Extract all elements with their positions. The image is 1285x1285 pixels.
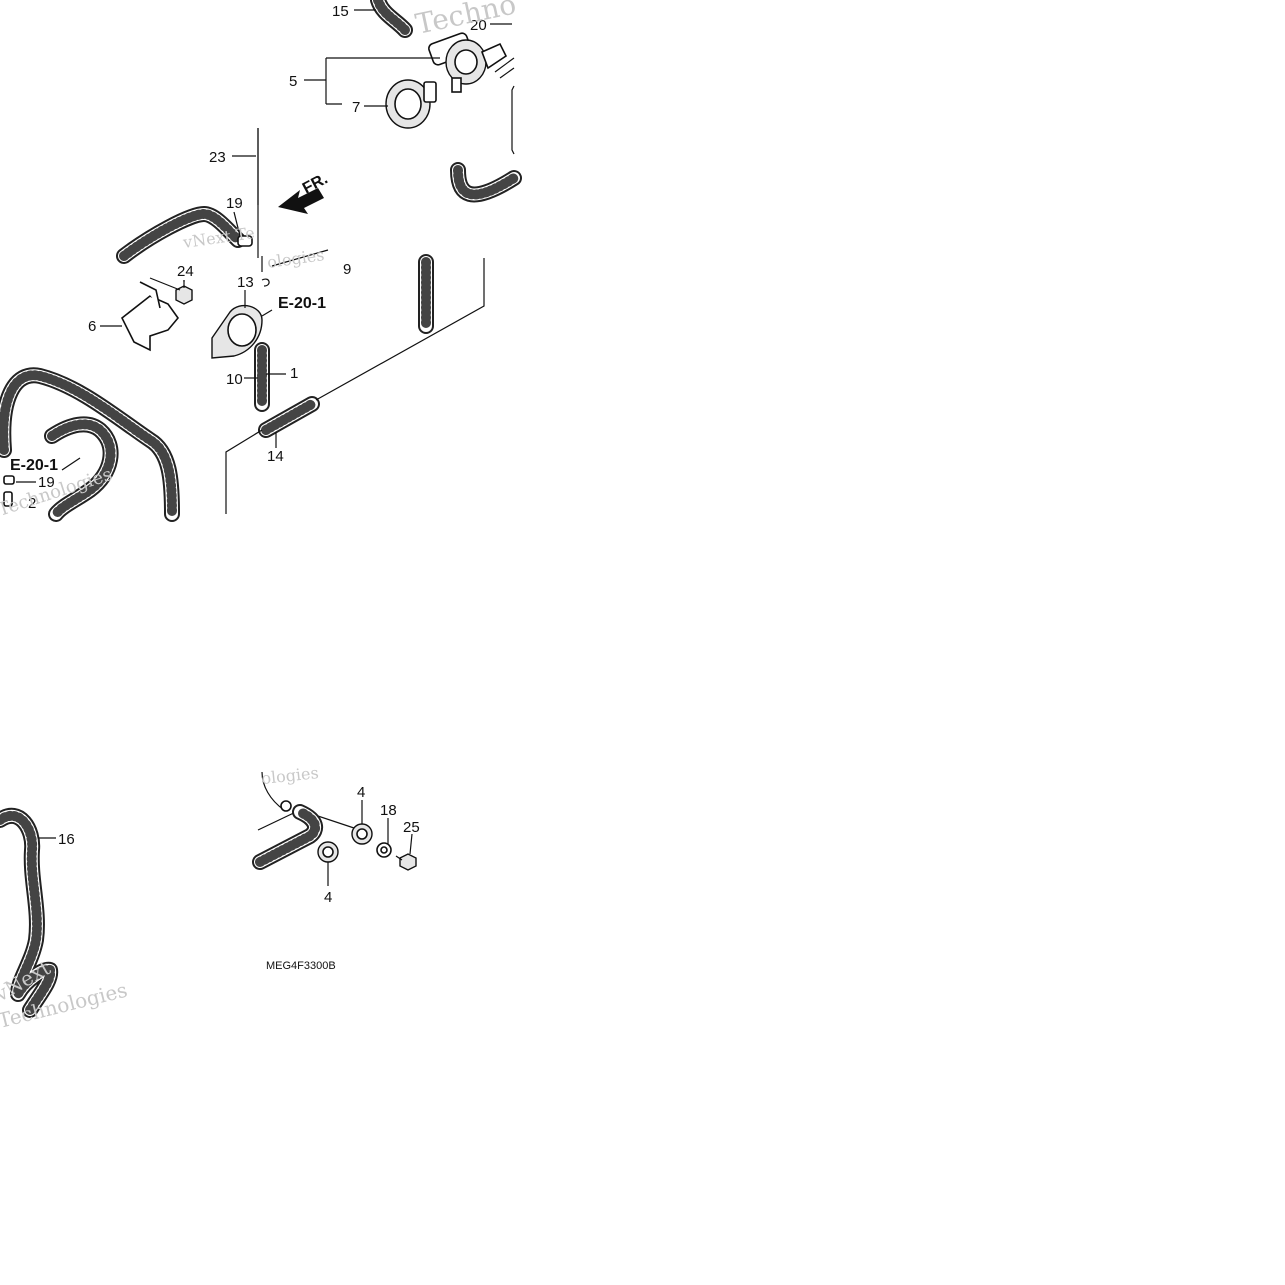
callout-9: 9 [343, 261, 351, 278]
reference-e-20-1-lower: E-20-1 [10, 457, 58, 474]
bolt-24 [175, 280, 193, 305]
valve-assembly [428, 32, 515, 93]
watermarks: Techno vNext Te ologies Technologies olo… [0, 0, 519, 1033]
front-direction-label: FR. [300, 170, 331, 197]
callout-19-lower: 19 [38, 474, 55, 491]
callout-5: 5 [289, 73, 297, 90]
callouts: 15 20 5 7 23 19 9 24 13 6 10 1 14 19 2 1… [28, 3, 487, 906]
callout-23: 23 [209, 149, 226, 166]
callout-6: 6 [88, 318, 96, 335]
callout-15: 15 [332, 3, 349, 20]
clamp-13 [211, 304, 263, 359]
callout-25: 25 [403, 819, 420, 836]
callout-1: 1 [290, 365, 298, 382]
reference-e-20-1-upper: E-20-1 [278, 295, 326, 312]
collar-18 [376, 842, 392, 858]
callout-2: 2 [28, 495, 36, 512]
watermark: vNext Te [181, 223, 256, 252]
lower-panel [0, 771, 417, 1018]
clamp-ring-7 [385, 79, 437, 129]
leader-lines [16, 9, 512, 886]
clip-bracket-6 [120, 281, 180, 352]
grommet-4-lower [317, 841, 339, 863]
callout-7: 7 [352, 99, 360, 116]
callout-14: 14 [267, 448, 284, 465]
callout-4-lower: 4 [324, 889, 332, 906]
part-code: MEG4F3300B [266, 960, 336, 972]
callout-10: 10 [226, 371, 243, 388]
middle-panel [0, 254, 485, 522]
upper-panel [116, 0, 522, 272]
watermark: ologies [266, 245, 326, 272]
grommet-4-upper [351, 823, 373, 845]
front-direction-arrow [278, 188, 324, 214]
callout-4-upper: 4 [357, 784, 365, 801]
callout-13: 13 [237, 274, 254, 291]
callout-20: 20 [470, 17, 487, 34]
callout-24: 24 [177, 263, 194, 280]
callout-16: 16 [58, 831, 75, 848]
bolt-25 [395, 853, 417, 871]
watermark: ologies [260, 763, 319, 788]
callout-18: 18 [380, 802, 397, 819]
callout-19-upper: 19 [226, 195, 243, 212]
